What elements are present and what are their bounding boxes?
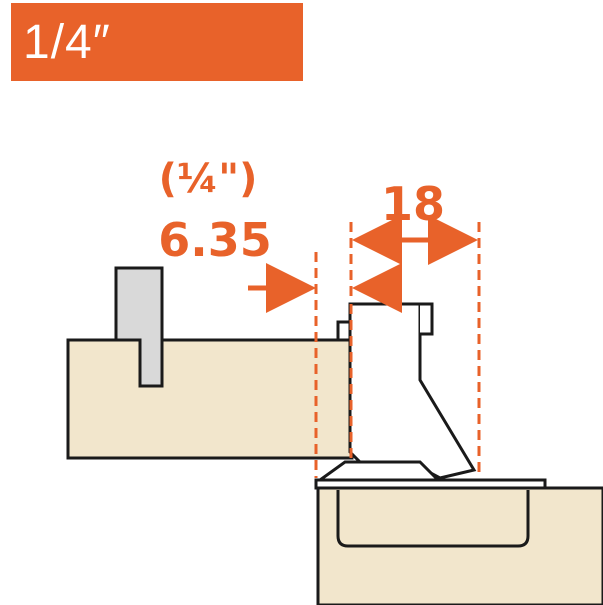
cup-offset-label: 18 (381, 177, 445, 231)
hinge-base (315, 460, 442, 482)
mounting-plate (314, 478, 547, 490)
dowel (114, 266, 164, 388)
hinge-clip (336, 320, 352, 342)
door-panel (66, 338, 354, 460)
overlay-size-banner: 1/4″ (11, 3, 303, 81)
overlay-mm-label: 6.35 (158, 213, 272, 267)
hinge-arm (348, 302, 477, 480)
overlay-size-label: 1/4″ (23, 15, 111, 69)
hinge-cup-tab (420, 302, 434, 336)
mounting-plate-recess (336, 490, 530, 548)
overlay-fraction-label: (¼") (159, 156, 258, 202)
